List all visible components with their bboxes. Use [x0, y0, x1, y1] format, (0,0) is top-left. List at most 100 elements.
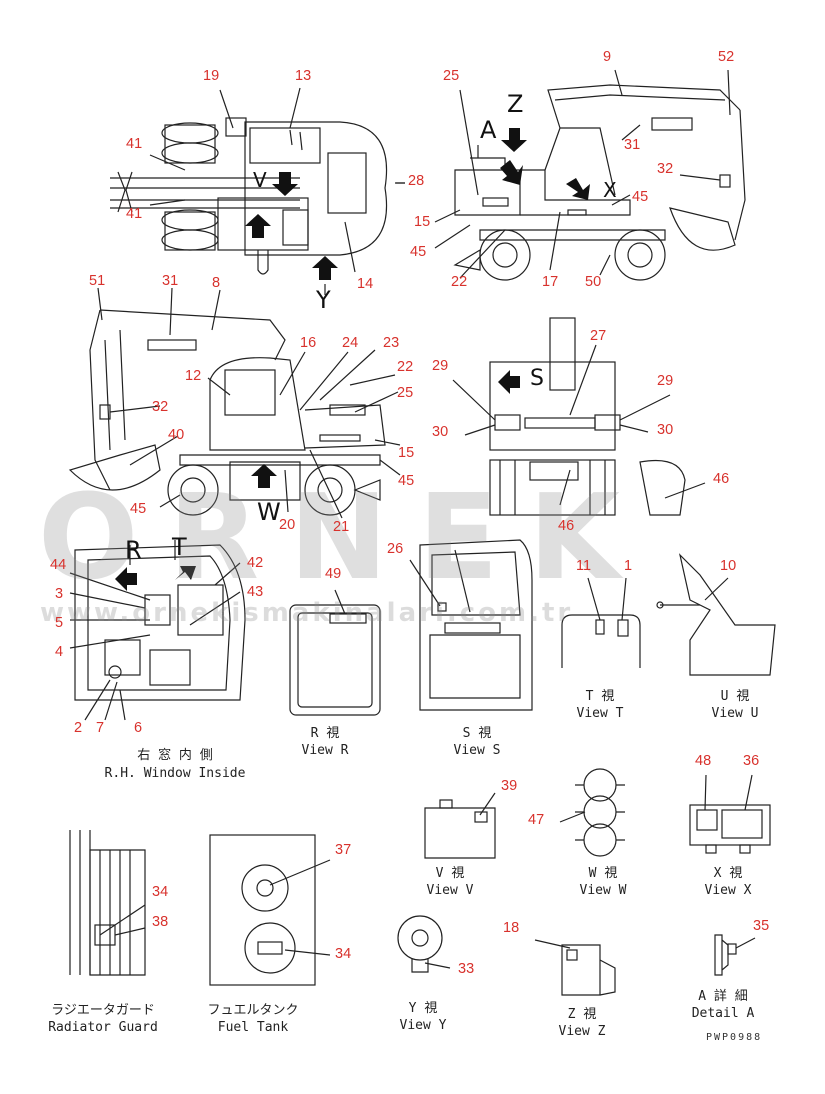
caption-view-x-jp: X 視	[713, 866, 743, 881]
caption-view-u-jp: U 視	[720, 689, 750, 704]
leader-lines	[97, 287, 401, 519]
caption-view-z-en: View Z	[558, 1024, 606, 1039]
side-view-right-drawing	[453, 84, 746, 281]
watermark-brand: ORNEK	[38, 468, 650, 606]
callout-5: 5	[55, 615, 64, 631]
view-t-drawing	[561, 577, 641, 668]
callout-27: 27	[590, 328, 607, 344]
arrow-icon	[501, 128, 527, 152]
callout-25: 25	[397, 385, 414, 401]
callout-11: 11	[576, 558, 592, 574]
callout-46: 46	[558, 518, 575, 534]
callout-15: 15	[398, 445, 415, 461]
view-letter-v: V	[253, 168, 267, 192]
callout-12: 12	[185, 368, 202, 384]
caption-view-w-jp: W 視	[588, 866, 618, 881]
leader-lines	[434, 69, 731, 279]
callout-43: 43	[247, 584, 264, 600]
caption-view-y-jp: Y 視	[408, 1001, 438, 1016]
callout-21: 21	[333, 519, 350, 535]
callout-29: 29	[657, 373, 674, 389]
callout-40: 40	[168, 427, 185, 443]
rear-view-drawing	[489, 317, 686, 516]
callout-44: 44	[50, 557, 67, 573]
callout-32: 32	[657, 161, 674, 177]
callout-45: 45	[130, 501, 147, 517]
leader-lines	[452, 344, 706, 506]
caption-fuel-en: Fuel Tank	[217, 1020, 289, 1035]
callout-19: 19	[203, 68, 220, 84]
arrow-icon	[312, 256, 338, 280]
leader-lines	[149, 87, 405, 273]
callout-24: 24	[342, 335, 359, 351]
callout-46: 46	[713, 471, 730, 487]
top-view-drawing	[110, 117, 405, 275]
callout-50: 50	[585, 274, 602, 290]
callout-13: 13	[295, 68, 312, 84]
callout-28: 28	[408, 173, 425, 189]
view-letter-x: X	[603, 178, 617, 202]
callout-4: 4	[55, 644, 64, 660]
callout-14: 14	[357, 276, 374, 292]
caption-fuel-jp: フュエルタンク	[207, 1003, 299, 1018]
callout-37: 37	[335, 842, 352, 858]
callout-48: 48	[695, 753, 712, 769]
view-letter-y: Y	[316, 286, 331, 314]
callout-34: 34	[335, 946, 352, 962]
view-s-drawing	[409, 539, 533, 711]
callout-35: 35	[753, 918, 770, 934]
arrow-icon	[245, 214, 271, 238]
view-letter-z: Z	[507, 90, 524, 118]
caption-detail-a-en: Detail A	[691, 1006, 755, 1021]
caption-rh-window-en: R.H. Window Inside	[104, 766, 246, 781]
callout-23: 23	[383, 335, 400, 351]
callout-1: 1	[624, 558, 633, 574]
view-letter-t: T	[172, 533, 187, 561]
callout-31: 31	[624, 137, 641, 153]
callout-20: 20	[279, 517, 296, 533]
caption-view-t-en: View T	[576, 706, 624, 721]
callout-30: 30	[432, 424, 449, 440]
fuel-tank-drawing	[209, 834, 331, 986]
callout-45: 45	[632, 189, 649, 205]
caption-radiator-jp: ラジエータガード	[51, 1003, 155, 1018]
caption-view-u-en: View U	[711, 706, 759, 721]
callout-3: 3	[55, 586, 64, 602]
callout-33: 33	[458, 961, 475, 977]
callout-29: 29	[432, 358, 449, 374]
view-letter-a: A	[480, 116, 497, 144]
caption-view-r-jp: R 視	[310, 726, 340, 741]
caption-view-w-en: View W	[579, 883, 627, 898]
radiator-guard-drawing	[69, 830, 146, 976]
caption-detail-a-jp: A 詳 細	[698, 989, 748, 1004]
view-r-drawing	[289, 589, 381, 716]
callout-32: 32	[152, 399, 169, 415]
view-w-drawing	[559, 768, 625, 857]
callout-2: 2	[74, 720, 83, 736]
callout-8: 8	[212, 275, 221, 291]
callout-39: 39	[501, 778, 518, 794]
caption-view-t-jp: T 視	[585, 689, 615, 704]
view-x-drawing	[689, 774, 771, 854]
arrow-icon	[272, 172, 298, 196]
caption-view-s-jp: S 視	[462, 726, 492, 741]
callout-7: 7	[96, 720, 105, 736]
arrow-icon	[251, 464, 277, 488]
callout-52: 52	[718, 49, 735, 65]
callout-10: 10	[720, 558, 737, 574]
callout-9: 9	[603, 49, 612, 65]
callout-41: 41	[126, 136, 143, 152]
callout-49: 49	[325, 566, 342, 582]
callout-16: 16	[300, 335, 317, 351]
callout-47: 47	[528, 812, 545, 828]
caption-rh-window-jp: 右 窓 内 側	[137, 748, 213, 763]
view-u-drawing	[656, 553, 776, 676]
callout-31: 31	[162, 273, 179, 289]
callout-45: 45	[398, 473, 415, 489]
detail-a-drawing	[714, 934, 756, 976]
callout-25: 25	[443, 68, 460, 84]
arrow-icon	[500, 160, 523, 185]
leader-lines	[69, 562, 241, 721]
arrow-icon	[566, 178, 590, 200]
